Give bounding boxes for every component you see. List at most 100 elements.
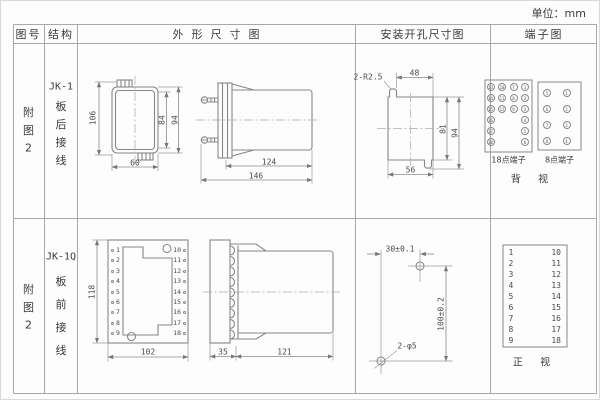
terminal-number: 12 (173, 266, 181, 275)
terminal-pin: 13 (486, 82, 495, 91)
terminal-pin: 16 (486, 115, 495, 124)
terminal-pin: 3 (521, 104, 529, 113)
row1-wiring-char: 线 (55, 154, 67, 167)
terminal-number: 11 (173, 256, 181, 265)
terminal-list-number: 8 (508, 325, 514, 334)
terminal-number: 5 (116, 287, 120, 296)
header-mounting-drawing: 安装开孔尺寸图 (380, 28, 465, 41)
terminal-list-number: 9 (508, 336, 514, 345)
terminal-list-number: 15 (551, 303, 561, 312)
terminal-number: 1 (116, 246, 120, 254)
terminal-pin: 11 (498, 93, 506, 102)
terminal-list-number: 7 (508, 314, 514, 323)
dim-cutout-bottom-width: 56 (405, 165, 416, 175)
terminal-pin: 4 (521, 115, 529, 124)
terminal-pin: 2 (521, 93, 529, 102)
terminal-list-number: 14 (551, 292, 561, 301)
terminal-pin: 3 (562, 120, 571, 129)
dim-hole-diameter: 2-φ5 (397, 341, 417, 351)
dim-overall-depth: 146 (248, 171, 264, 180)
terminal-number: 10 (173, 246, 181, 254)
terminal-pin: 4 (562, 136, 571, 145)
terminal-pin: 8 (509, 93, 518, 102)
terminal-number: 9 (116, 329, 120, 338)
front-terminal: 18 (160, 329, 186, 338)
header-figure-no: 图号 (15, 28, 42, 41)
row1-figure-char: 图 (23, 124, 34, 137)
front-terminal: 16 (160, 308, 186, 317)
terminal-list-number: 1 (508, 248, 514, 257)
front-terminal: 17 (160, 319, 186, 328)
row2-wiring-char: 前 (55, 298, 67, 311)
front-terminal: 6 (111, 298, 131, 307)
terminal-pin: 1 (562, 88, 571, 97)
row1-wiring-char: 板 (55, 100, 67, 113)
header-outline-drawing: 外形尺寸图 (172, 28, 268, 41)
terminal-pin: 5 (521, 126, 529, 135)
terminal-hole-icon (183, 321, 186, 325)
terminal-number: 13 (173, 277, 181, 286)
front-terminal: 13 (160, 277, 186, 286)
terminal-pin: 8 (543, 136, 551, 145)
unit-label: 单位：mm (531, 7, 586, 20)
row1-terminal-blocks (484, 79, 582, 153)
header-structure: 结构 (48, 28, 74, 41)
row1-wiring-char: 接 (55, 136, 67, 149)
terminal-hole-icon (183, 311, 186, 315)
front-terminal: 7 (111, 308, 131, 317)
terminal-pin: 7 (543, 120, 551, 129)
terminal-hole-icon (111, 280, 114, 284)
dim-inner-height: 84 (157, 115, 167, 125)
row2-model: JK-1Q (45, 251, 77, 263)
dim-body-depth: 124 (261, 157, 277, 166)
terminal-hole-icon (111, 290, 114, 294)
dim-hole-spacing-v: 100±0.2 (436, 296, 446, 331)
terminal-pin: 2 (562, 104, 571, 113)
terminal-list-number: 2 (508, 259, 514, 268)
row2-front-view (92, 239, 189, 362)
front-terminal: 14 (160, 288, 186, 297)
terminal-number: 2 (116, 256, 120, 265)
row1-wiring-char: 后 (55, 118, 67, 131)
terminal-pin: 9 (509, 104, 518, 113)
dim-front-height: 118 (87, 284, 97, 299)
front-terminal: 15 (160, 298, 186, 307)
terminal-hole-icon (183, 332, 186, 336)
terminal-hole-icon (111, 269, 114, 273)
terminal-hole-icon (183, 269, 186, 273)
terminal-pin: 5 (543, 88, 551, 97)
terminal-hole-icon (183, 290, 186, 294)
row2-figure-char: 图 (23, 301, 34, 314)
terminal-pin: 17 (486, 126, 495, 135)
dim-overall-height: 106 (88, 110, 98, 126)
row2-wiring-char: 线 (55, 344, 67, 357)
terminal-list-number: 5 (508, 292, 514, 301)
terminal-number: 3 (116, 266, 120, 275)
terminal-hole-icon (183, 249, 186, 252)
front-view-label: 正 视 (512, 357, 558, 369)
dim-cutout-height: 81 (438, 123, 448, 134)
terminal-number: 16 (173, 308, 181, 317)
dim-case-height: 94 (170, 115, 179, 125)
terminal-hole-icon (111, 311, 114, 315)
front-terminal: 11 (160, 256, 186, 265)
terminal-pin: 7 (509, 82, 518, 91)
front-terminal: 1 (111, 246, 131, 255)
header-terminal-diagram: 端子图 (524, 28, 564, 41)
dim-front-width: 102 (140, 347, 156, 357)
front-terminal: 5 (111, 288, 131, 297)
terminal-pin: 15 (486, 104, 495, 113)
dim-slot-radius: 2-R2.5 (353, 72, 383, 81)
terminal-list-number: 18 (551, 336, 561, 345)
row1-side-view (196, 82, 320, 184)
dim-flange-depth: 35 (218, 347, 228, 357)
terminal-list-number: 17 (551, 325, 561, 334)
terminal-number: 15 (173, 298, 181, 306)
terminal-hole-icon (111, 301, 114, 304)
